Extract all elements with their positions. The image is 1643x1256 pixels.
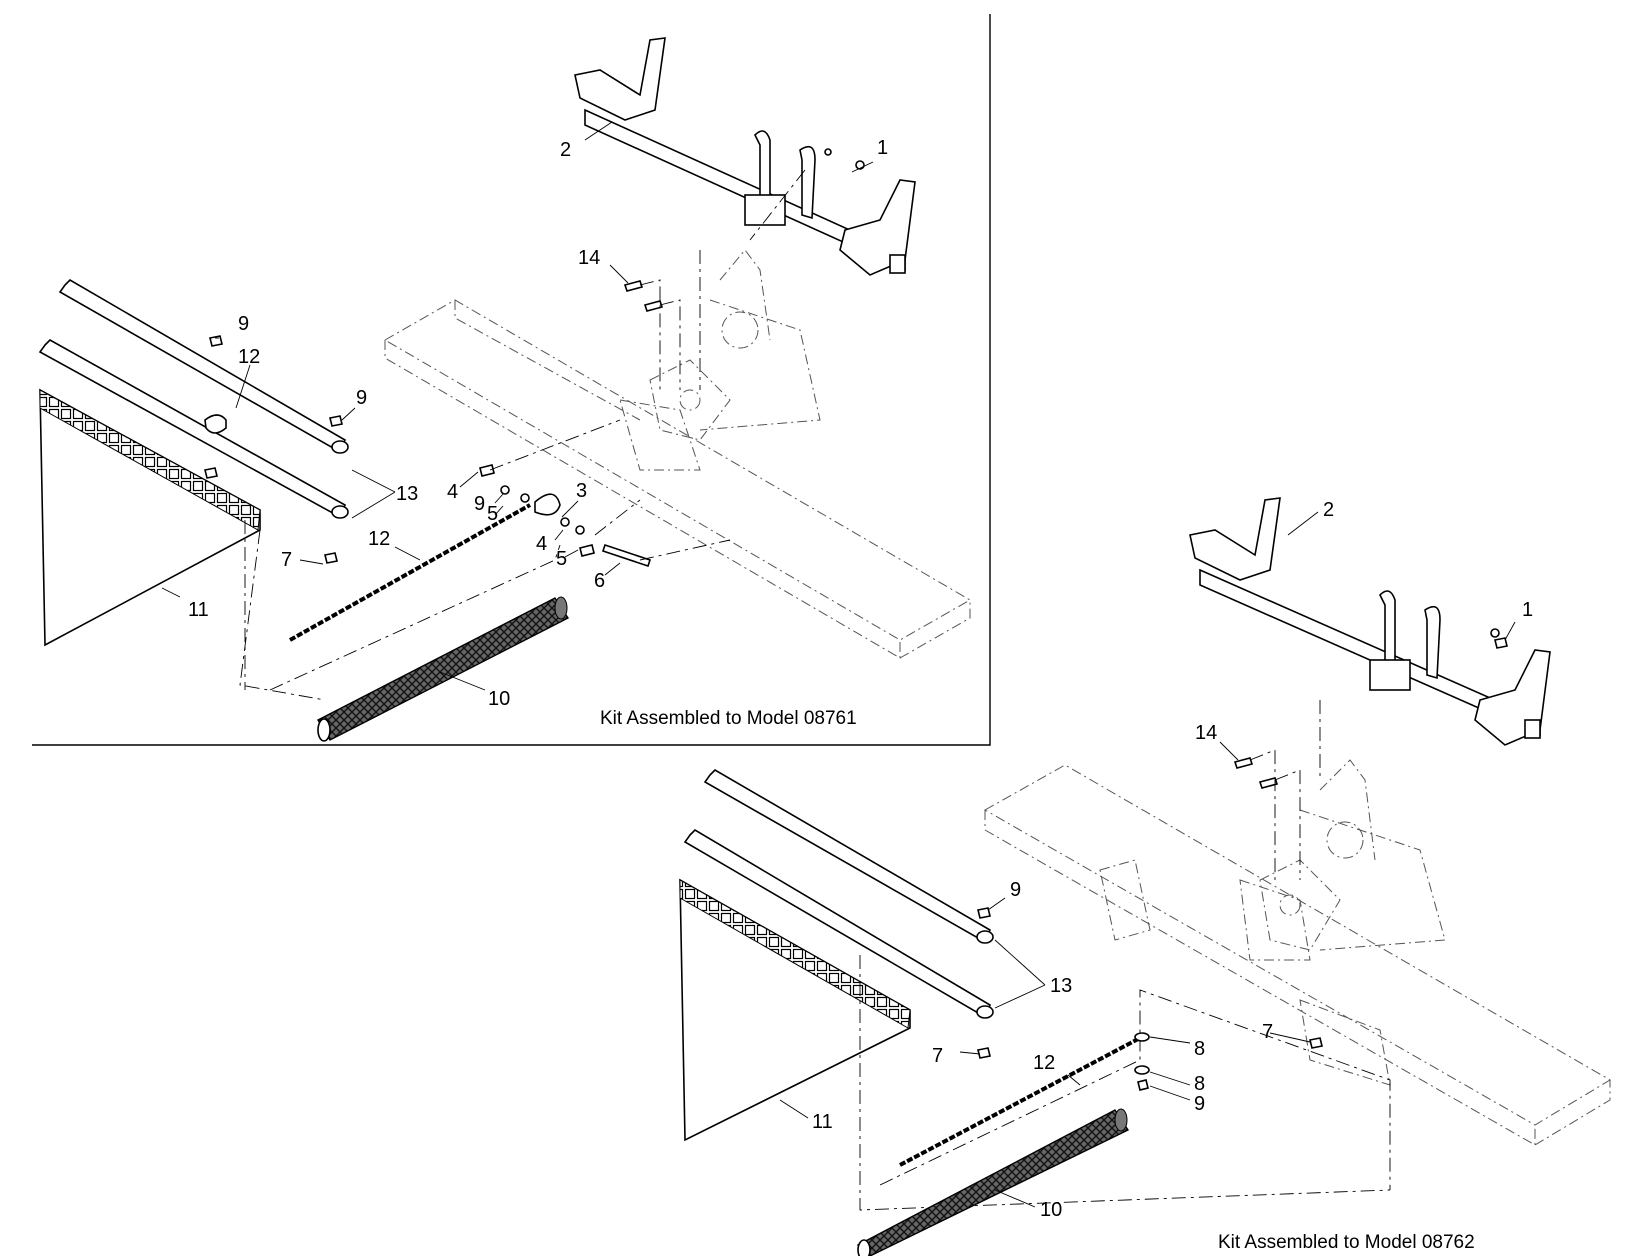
callout-top-2: 2: [560, 139, 571, 161]
top-part-2-bracket: [574, 37, 916, 276]
callout-bottom-1: 1: [1522, 599, 1533, 621]
bottom-phantom-deck: [983, 759, 1611, 1146]
top-callouts: 1 2 3 4 4 5 5 6 7 9 9 9 10 11 12 12 13 1…: [188, 137, 888, 710]
callout-top-5a: 5: [487, 503, 498, 525]
top-part-14-bolts: [623, 250, 701, 390]
bottom-assembly: [679, 497, 1611, 1256]
top-part-10-roller: [269, 544, 570, 742]
bottom-part-11-flap: [679, 878, 1391, 1211]
bottom-hardware: [977, 637, 1508, 1091]
callout-bottom-13: 13: [1050, 975, 1072, 997]
callout-top-1: 1: [877, 137, 888, 159]
bottom-callouts: 1 2 7 7 8 8 9 9 10 11 12 13 14: [812, 499, 1533, 1221]
top-panel-frame: [32, 14, 991, 746]
callout-top-7: 7: [281, 549, 292, 571]
callout-top-12b: 12: [368, 528, 390, 550]
callout-top-13: 13: [396, 483, 418, 505]
callout-top-5b: 5: [556, 548, 567, 570]
callout-bottom-7b: 7: [1262, 1021, 1273, 1043]
callout-bottom-8a: 8: [1194, 1038, 1205, 1060]
callout-bottom-12: 12: [1033, 1052, 1055, 1074]
bottom-part-2-bracket: [1189, 497, 1551, 746]
callout-bottom-8b: 8: [1194, 1073, 1205, 1095]
callout-top-9b: 9: [356, 387, 367, 409]
callout-top-4a: 4: [447, 481, 458, 503]
callout-bottom-7a: 7: [932, 1045, 943, 1067]
callout-top-12a: 12: [238, 346, 260, 368]
caption-kit-08762: Kit Assembled to Model 08762: [1218, 1232, 1475, 1253]
top-phantom-deck: [383, 249, 972, 659]
callout-top-9c: 9: [474, 493, 485, 515]
callout-top-11: 11: [188, 599, 209, 621]
callout-bottom-11: 11: [812, 1111, 833, 1133]
callout-top-4b: 4: [536, 533, 547, 555]
bottom-part-12-chain: [899, 1036, 1141, 1167]
callout-top-3: 3: [576, 480, 587, 502]
callout-bottom-9a: 9: [1010, 879, 1021, 901]
top-part-11-flap: [39, 388, 326, 701]
callout-bottom-9b: 9: [1194, 1093, 1205, 1115]
callout-bottom-2: 2: [1323, 499, 1334, 521]
callout-bottom-10: 10: [1040, 1199, 1062, 1221]
bottom-part-14-bolts: [1233, 700, 1321, 880]
bottom-part-13-rails: [683, 768, 994, 1019]
top-part-13-rails: [38, 278, 349, 519]
caption-kit-08761: Kit Assembled to Model 08761: [600, 708, 857, 729]
top-assembly: [38, 37, 972, 742]
callout-top-6: 6: [594, 570, 605, 592]
callout-top-10: 10: [488, 688, 510, 710]
top-leader-lines: [161, 121, 874, 691]
callout-top-9a: 9: [238, 313, 249, 335]
bottom-part-10-roller: [856, 989, 1391, 1256]
callout-top-14: 14: [578, 247, 600, 269]
top-part-12-chain: [204, 414, 561, 642]
bottom-leader-lines: [779, 511, 1516, 1208]
callout-bottom-14: 14: [1195, 722, 1217, 744]
top-hardware: [204, 169, 806, 568]
